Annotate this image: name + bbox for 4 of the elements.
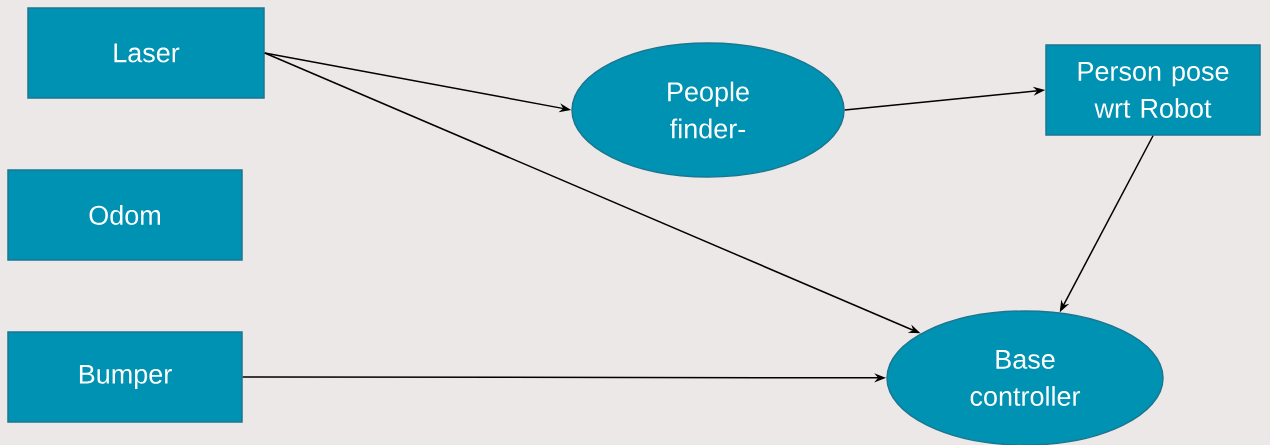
process-box: Person pose wrt Robot — [1045, 44, 1261, 136]
process-box: Odom — [7, 169, 243, 261]
process-box: Bumper — [7, 331, 243, 423]
process-box: Laser — [27, 7, 265, 99]
